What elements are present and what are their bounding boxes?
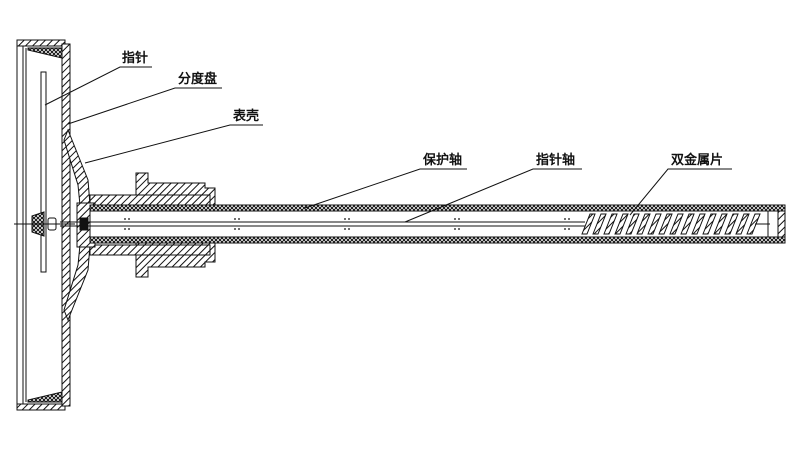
bimetal-coil: [581, 213, 761, 235]
label-dial: 分度盘: [178, 71, 217, 87]
coil-turn: [658, 213, 673, 235]
protective-tube: [89, 204, 786, 244]
coil-turn: [636, 213, 651, 235]
coil-turn: [724, 213, 739, 235]
coil-turn: [625, 213, 640, 235]
coil-turn: [713, 213, 728, 235]
coil-turn: [735, 213, 750, 235]
coil-turn: [647, 213, 662, 235]
label-case: 表壳: [232, 108, 259, 124]
coil-turn: [746, 213, 761, 235]
label-bimetal-strip: 双金属片: [671, 152, 723, 168]
coil-turn: [603, 213, 618, 235]
coil-turn: [691, 213, 706, 235]
coil-turn: [702, 213, 717, 235]
leader-lines: [44, 66, 732, 223]
pointer-shaft: [60, 217, 585, 231]
label-pointer-shaft: 指针轴: [536, 152, 575, 168]
pointer: [40, 71, 47, 273]
coil-turn: [614, 213, 629, 235]
coil-turn: [581, 213, 596, 235]
coil-turn: [592, 213, 607, 235]
dial-plate: [61, 43, 71, 407]
coil-turn: [680, 213, 695, 235]
label-protective-tube: 保护轴: [422, 152, 462, 168]
bezel: [16, 39, 66, 411]
coil-turn: [669, 213, 684, 235]
label-pointer: 指针: [122, 50, 148, 66]
